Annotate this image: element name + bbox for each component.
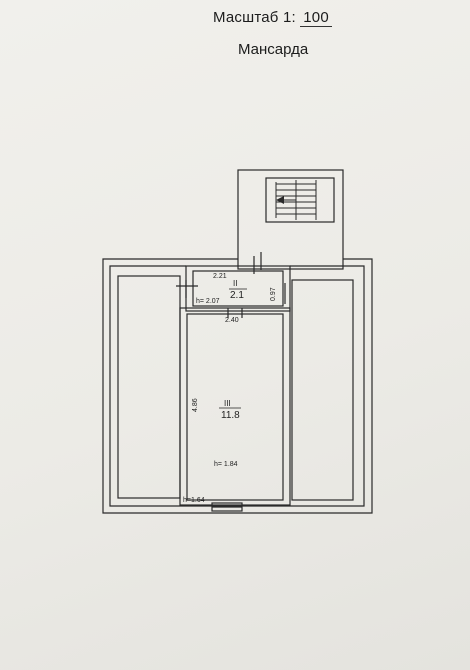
room-ii-inner [192, 270, 284, 307]
room-iii-inner [186, 313, 284, 501]
room-iii-height: h= 1.84 [214, 461, 238, 468]
right-attic-void [291, 279, 354, 501]
arrow-icon [276, 196, 284, 204]
stair-shaft-outer [237, 169, 344, 270]
room-iii-number: III [224, 399, 231, 408]
room-ii-width: 2.21 [213, 273, 227, 280]
outer-wall-inner-face [109, 265, 365, 507]
scale-value: 100 [300, 9, 332, 27]
room-iii-outline [179, 307, 291, 506]
room-iii-depth: 4.86 [192, 398, 199, 412]
room-ii-number: II [233, 279, 237, 288]
room-ii-side-dimension: 0.97 [270, 287, 277, 301]
left-attic-void [117, 275, 181, 499]
room-iii-low-height: h=1.64 [183, 497, 205, 504]
plan-walls [102, 169, 373, 514]
scale-label: Масштаб 1: 100 [213, 9, 383, 27]
stair-shaft-inner [265, 177, 335, 223]
floor-title: Мансарда [238, 41, 309, 58]
scale-text: Масштаб 1: [213, 9, 296, 26]
room-iii-area: 11.8 [221, 410, 240, 421]
room-ii-height: h= 2.07 [196, 298, 220, 305]
outer-wall [102, 258, 373, 514]
room-ii-depth: 2.40 [225, 317, 239, 324]
room-ii-area: 2.1 [230, 290, 244, 301]
